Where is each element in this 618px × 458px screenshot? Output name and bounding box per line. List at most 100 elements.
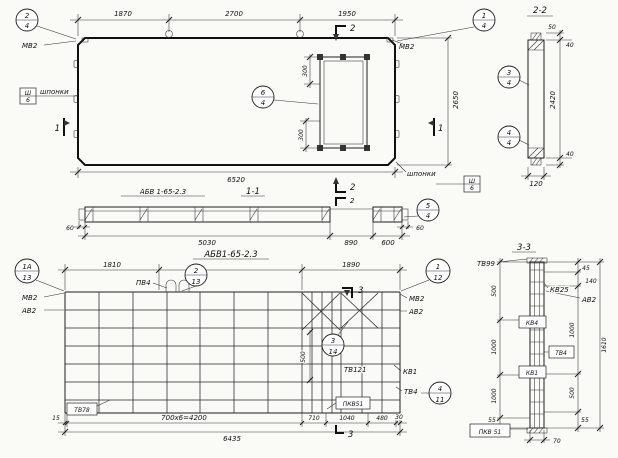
section-3-3: 3-3 ТВ99 500 1000 1000 55 КВ25 АВ2 КВ4 Т… xyxy=(469,243,609,445)
callout-top: 1 xyxy=(436,263,440,271)
section3-label: 3 xyxy=(348,430,353,440)
callout-2-4: 2 4 xyxy=(15,8,39,32)
dim-480: 480 xyxy=(376,415,388,422)
callout-4-11: 4 11 xyxy=(428,381,452,405)
rib-hatch xyxy=(84,207,402,222)
dim-lines xyxy=(497,258,604,443)
mesh-horizontal-bars xyxy=(65,309,400,401)
plan-leader-lines xyxy=(36,25,475,185)
label-mv2-left: МВ2 xyxy=(22,42,38,50)
callout-bottom: 4 xyxy=(426,212,430,220)
dim-6435: 6435 xyxy=(223,435,241,443)
dim-5030: 5030 xyxy=(198,239,216,247)
dim-ticks xyxy=(76,224,411,240)
dim-left-1000b: 1000 xyxy=(491,388,498,403)
dim-2420: 2420 xyxy=(549,91,557,109)
label-av2-left: АВ2 xyxy=(21,307,37,315)
label-tv4: ТВ4 xyxy=(404,388,418,396)
dim-70: 70 xyxy=(553,438,561,445)
label-pv4: ПВ4 xyxy=(136,279,151,287)
dim-60-right: 60 xyxy=(416,225,424,232)
dim-lines xyxy=(58,264,407,436)
strip-inner-lines xyxy=(85,208,402,212)
leader-lines xyxy=(35,279,430,410)
opening-inner xyxy=(323,60,364,145)
section3-label: 3 xyxy=(358,286,363,296)
label-mv2-left: МВ2 xyxy=(22,294,38,302)
section-mark-1 xyxy=(63,118,435,136)
dim-right-500: 500 xyxy=(569,387,576,399)
dim-1040: 1040 xyxy=(339,415,354,422)
dim-right-140: 140 xyxy=(585,278,597,285)
dim-ticks xyxy=(524,29,564,180)
dim-600: 600 xyxy=(381,239,395,247)
dim-40-bottom: 40 xyxy=(566,151,574,158)
dim-1950: 1950 xyxy=(338,10,356,18)
callout-bottom: 4 xyxy=(507,139,511,147)
dim-300-top: 300 xyxy=(302,65,309,77)
plan-dim-ticks xyxy=(74,16,452,176)
diagonal-bars xyxy=(301,292,379,331)
callout-bottom: 4 xyxy=(25,22,29,30)
callout-top: 4 xyxy=(507,129,511,137)
section2-label: 2 xyxy=(350,197,355,205)
label-tv78: ТВ78 xyxy=(74,407,90,414)
dim-500: 500 xyxy=(300,351,307,363)
callout-top: 6 xyxy=(261,89,266,97)
label-pkv51: ПКВ 51 xyxy=(479,429,501,436)
label-box-kv4 xyxy=(518,315,547,329)
inner-lines xyxy=(528,49,544,149)
strip-main xyxy=(84,206,331,223)
dim-right-45: 45 xyxy=(582,265,590,272)
hatch-lines xyxy=(527,32,545,166)
keys-flag-right: Ш 6 xyxy=(463,175,481,193)
label-av2: АВ2 xyxy=(581,296,597,304)
callout-2-13: 2 13 xyxy=(184,263,208,287)
callout-3-14: 3 14 xyxy=(321,333,345,357)
keys-flag-left: Ш 6 xyxy=(19,87,37,105)
element-outline xyxy=(527,39,545,159)
corner-embed xyxy=(81,37,89,43)
section-mark-2 xyxy=(335,197,346,206)
dim-300-bottom: 300 xyxy=(298,129,305,141)
label-av2-right: АВ2 xyxy=(408,308,424,316)
section-2-2: 2-2 3 4 4 4 50 40 2420 40 120 xyxy=(497,6,574,188)
callout-top: 3 xyxy=(331,337,335,345)
callout-bottom: 4 xyxy=(507,79,511,87)
callout-top: 5 xyxy=(426,202,431,210)
dim-lines xyxy=(521,30,572,180)
dim-left-55: 55 xyxy=(488,417,496,424)
dim-1890: 1890 xyxy=(342,261,360,269)
element-outline xyxy=(529,261,545,429)
section-1-1: АБВ 1-65-2.3 1-1 2 5 4 60 60 5030 890 60… xyxy=(66,187,440,247)
dim-60-left: 60 xyxy=(66,225,74,232)
dim-1810: 1810 xyxy=(103,261,121,269)
mesh-frame xyxy=(64,291,401,414)
callout-top: 1 xyxy=(482,12,486,20)
stirrup-ticks xyxy=(530,269,544,415)
opening-outline xyxy=(319,56,368,149)
section2-label: 2 xyxy=(350,24,355,34)
embed-hatch xyxy=(528,257,544,434)
leader-lines xyxy=(518,79,530,146)
reinforcement-elevation: АБВ1-65-2.3 1А 13 2 13 1 12 xyxy=(14,250,452,443)
flag-bottom: 6 xyxy=(470,185,474,192)
callout-top: 4 xyxy=(438,385,442,393)
edge-keys xyxy=(73,59,400,139)
flag-bottom: 6 xyxy=(26,97,30,104)
section-mark-3 xyxy=(335,287,353,434)
dim-2650: 2650 xyxy=(452,91,460,109)
callout-1-4: 1 4 xyxy=(472,8,496,32)
callout-bottom: 11 xyxy=(436,396,445,404)
elevation-title: АБВ1-65-2.3 xyxy=(203,250,257,260)
callout-top: 1А xyxy=(22,263,31,271)
label-kv1: КВ1 xyxy=(403,368,417,376)
callout-bottom: 4 xyxy=(261,99,265,107)
flag-top: Ш xyxy=(469,178,476,185)
label-keys-right: шпонки xyxy=(407,170,436,178)
dim-right-1000: 1000 xyxy=(569,322,576,337)
dim-890: 890 xyxy=(344,239,358,247)
lifting-hooks xyxy=(165,279,190,292)
callout-4-4: 4 4 xyxy=(497,125,521,149)
end-key-right xyxy=(401,208,409,221)
